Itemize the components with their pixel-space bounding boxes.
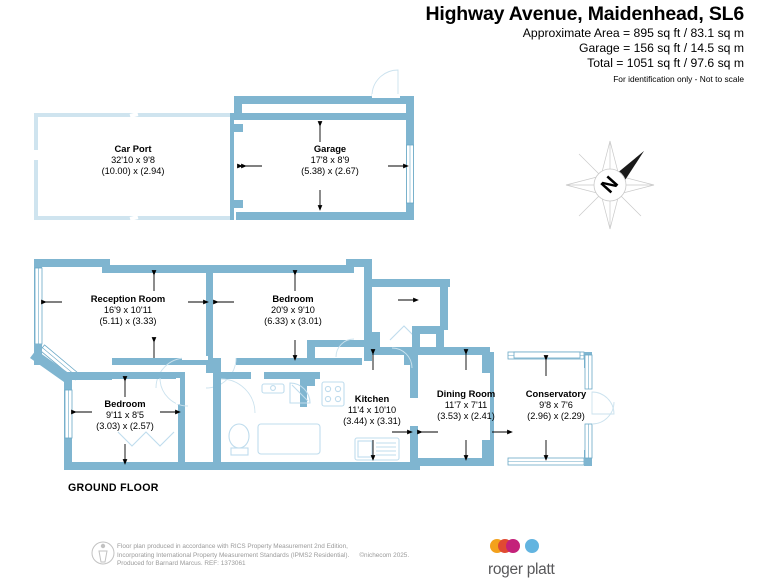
brand-mark-icon [490, 539, 539, 553]
brand-logo: roger platt [488, 538, 608, 579]
room-label-bedroom-2: Bedroom 9'11 x 8'5 (3.03) x (2.57) [96, 398, 154, 433]
page-title: Highway Avenue, Maidenhead, SL6 [425, 3, 744, 25]
room-dimensions-metric: (3.53) x (2.41) [437, 411, 495, 422]
room-label-kitchen: Kitchen 11'4 x 10'10 (3.44) x (3.31) [343, 393, 401, 428]
footer-line-3: Produced for Barnard Marcus. REF: 137306… [117, 560, 246, 568]
room-dimensions-imperial: 16'9 x 10'11 [103, 304, 153, 315]
room-dimensions-metric: (2.96) x (2.29) [527, 411, 585, 422]
identification-disclaimer: For identification only - Not to scale [613, 73, 744, 84]
room-name: Reception Room [90, 293, 166, 304]
info-icon [91, 541, 115, 565]
room-dimensions-metric: (3.03) x (2.57) [96, 421, 154, 432]
total-area-text: Total = 1051 sq ft / 97.6 sq m [587, 56, 744, 71]
compass-rose: N [565, 140, 655, 230]
room-name: Dining Room [436, 388, 496, 399]
footer-line-2: Incorporating International Property Mea… [117, 551, 350, 559]
room-dimensions-metric: (5.11) x (3.33) [99, 316, 157, 327]
room-dimensions-imperial: 20'9 x 9'10 [271, 304, 315, 315]
room-label-bedroom-1: Bedroom 20'9 x 9'10 (6.33) x (3.01) [264, 293, 322, 328]
room-dimensions-imperial: 17'8 x 8'9 [310, 154, 350, 165]
room-dimensions-metric: (5.38) x (2.67) [301, 166, 359, 177]
room-dimensions-metric: (6.33) x (3.01) [264, 316, 322, 327]
room-dimensions-metric: (3.44) x (3.31) [343, 416, 401, 427]
approx-area-text: Approximate Area = 895 sq ft / 83.1 sq m [522, 26, 744, 40]
room-label-reception-room: Reception Room 16'9 x 10'11 (5.11) x (3.… [91, 293, 165, 328]
room-label-dining-room: Dining Room 11'7 x 7'11 (3.53) x (2.41) [437, 388, 495, 423]
footer-disclaimer: Floor plan produced in accordance with R… [117, 543, 409, 569]
brand-name: roger platt [488, 561, 555, 578]
room-dimensions-imperial: 9'11 x 8'5 [105, 409, 145, 420]
room-name: Car Port [114, 143, 152, 154]
room-dimensions-imperial: 11'7 x 7'11 [444, 399, 488, 410]
room-label-car-port: Car Port 32'10 x 9'8 (10.00) x (2.94) [102, 143, 165, 178]
room-dimensions-metric: (10.00) x (2.94) [101, 166, 165, 177]
garage-area-text: Garage = 156 sq ft / 14.5 sq m [579, 41, 744, 56]
room-dimensions-imperial: 11'4 x 10'10 [347, 404, 397, 415]
room-dimensions-imperial: 32'10 x 9'8 [111, 154, 155, 165]
carport-garage-block [34, 69, 414, 221]
footer-line-2-wrap: Incorporating International Property Mea… [117, 552, 409, 561]
room-label-conservatory: Conservatory 9'8 x 7'6 (2.96) x (2.29) [526, 388, 586, 423]
room-name: Garage [313, 143, 347, 154]
header-block: Highway Avenue, Maidenhead, SL6 Approxim… [425, 2, 744, 86]
footer-line-1: Floor plan produced in accordance with R… [117, 543, 348, 550]
room-name: Kitchen [354, 393, 390, 404]
room-dimensions-imperial: 9'8 x 7'6 [539, 399, 573, 410]
floor-title: GROUND FLOOR [68, 482, 159, 494]
room-name: Bedroom [104, 398, 146, 409]
room-name: Bedroom [272, 293, 314, 304]
footer-copyright: ©nichecom 2025. [359, 551, 410, 559]
room-name: Conservatory [525, 388, 587, 399]
room-label-garage: Garage 17'8 x 8'9 (5.38) x (2.67) [301, 143, 359, 178]
ground-floor-block [30, 259, 615, 470]
